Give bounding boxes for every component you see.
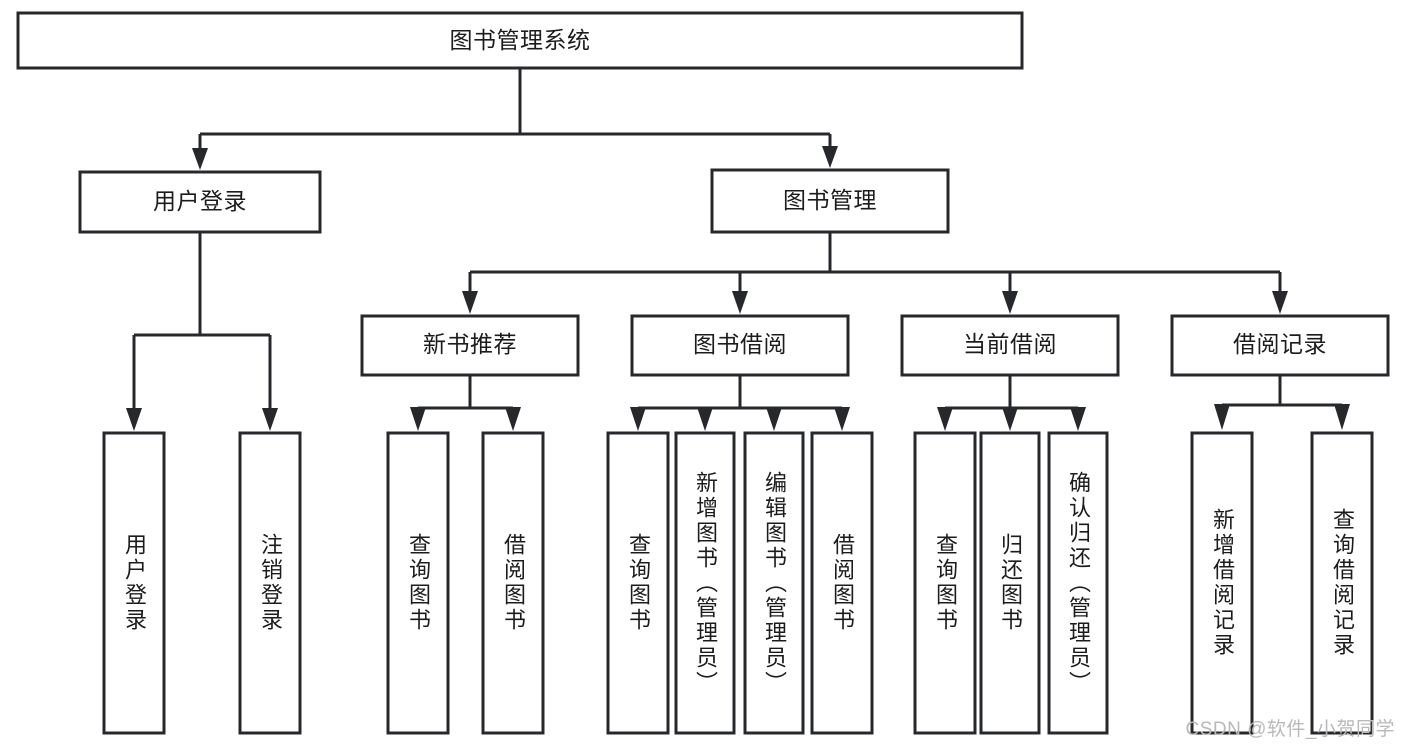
node-leaf-cb-return-books[interactable]: [979, 431, 1041, 735]
node-root-system[interactable]: [16, 11, 1024, 70]
arrowhead-br-query-record: [1334, 404, 1350, 430]
node-leaf-bw-query-books[interactable]: [606, 431, 670, 735]
node-leaf-nb-query-books[interactable]: [386, 431, 450, 735]
arrowhead-bw-edit-book: [766, 407, 782, 431]
arrowhead-root-to-user-login: [192, 148, 208, 170]
node-leaf-user-login[interactable]: [102, 431, 166, 735]
node-layer: [16, 11, 1390, 735]
node-leaf-bw-add-book[interactable]: [674, 431, 736, 735]
arrowhead-bw-borrow-book: [834, 407, 850, 431]
node-leaf-logout[interactable]: [238, 431, 302, 735]
arrowhead-br-add-record: [1214, 404, 1230, 430]
node-borrow-records[interactable]: [1170, 314, 1390, 377]
node-leaf-br-query-record[interactable]: [1310, 431, 1374, 735]
label-borrow-records: 借阅记录: [1233, 331, 1327, 357]
arrowhead-leaf-logout: [262, 408, 278, 431]
label-book-borrow: 图书借阅: [693, 331, 787, 357]
arrowhead-root-to-book-mgmt: [822, 146, 838, 168]
arrowhead-nb-query-books: [410, 407, 426, 431]
node-user-login[interactable]: [78, 170, 322, 234]
node-leaf-nb-borrow-books[interactable]: [481, 431, 545, 735]
node-leaf-cb-confirm-return[interactable]: [1047, 431, 1109, 735]
node-leaf-br-add-record[interactable]: [1190, 431, 1254, 735]
arrowhead-bw-query-books: [630, 407, 646, 431]
arrowhead-cb-return-books: [1002, 407, 1018, 431]
label-layer: 图书管理系统 用户登录 图书管理 新书推荐 图书借阅 当前借阅 借阅记录: [153, 27, 1327, 357]
arrowhead-cb-confirm-return: [1070, 407, 1086, 431]
arrowhead-nb-borrow-books: [505, 407, 521, 431]
node-book-borrow[interactable]: [630, 314, 850, 377]
label-root-system: 图书管理系统: [450, 27, 591, 53]
arrowhead-to-records: [1272, 291, 1288, 314]
node-leaf-bw-edit-book[interactable]: [743, 431, 805, 735]
arrowhead-cb-query-books: [937, 407, 953, 431]
arrowhead-to-current: [1002, 291, 1018, 314]
connector-layer: [126, 68, 1350, 431]
node-leaf-cb-query-books[interactable]: [913, 431, 977, 735]
node-book-management[interactable]: [710, 168, 950, 234]
node-current-borrow[interactable]: [900, 314, 1120, 377]
arrowhead-to-borrow: [732, 291, 748, 314]
arrowhead-leaf-user-login: [126, 408, 142, 431]
label-book-management: 图书管理: [783, 187, 877, 213]
node-new-book-recommend[interactable]: [360, 314, 580, 377]
watermark: CSDN @软件_小贺同学: [1185, 719, 1395, 740]
label-new-book-recommend: 新书推荐: [423, 331, 517, 357]
node-leaf-bw-borrow-book[interactable]: [810, 431, 874, 735]
label-user-login: 用户登录: [153, 188, 247, 214]
label-current-borrow: 当前借阅: [963, 331, 1057, 357]
arrowhead-to-new-books: [462, 291, 478, 314]
arrowhead-bw-add-book: [697, 407, 713, 431]
